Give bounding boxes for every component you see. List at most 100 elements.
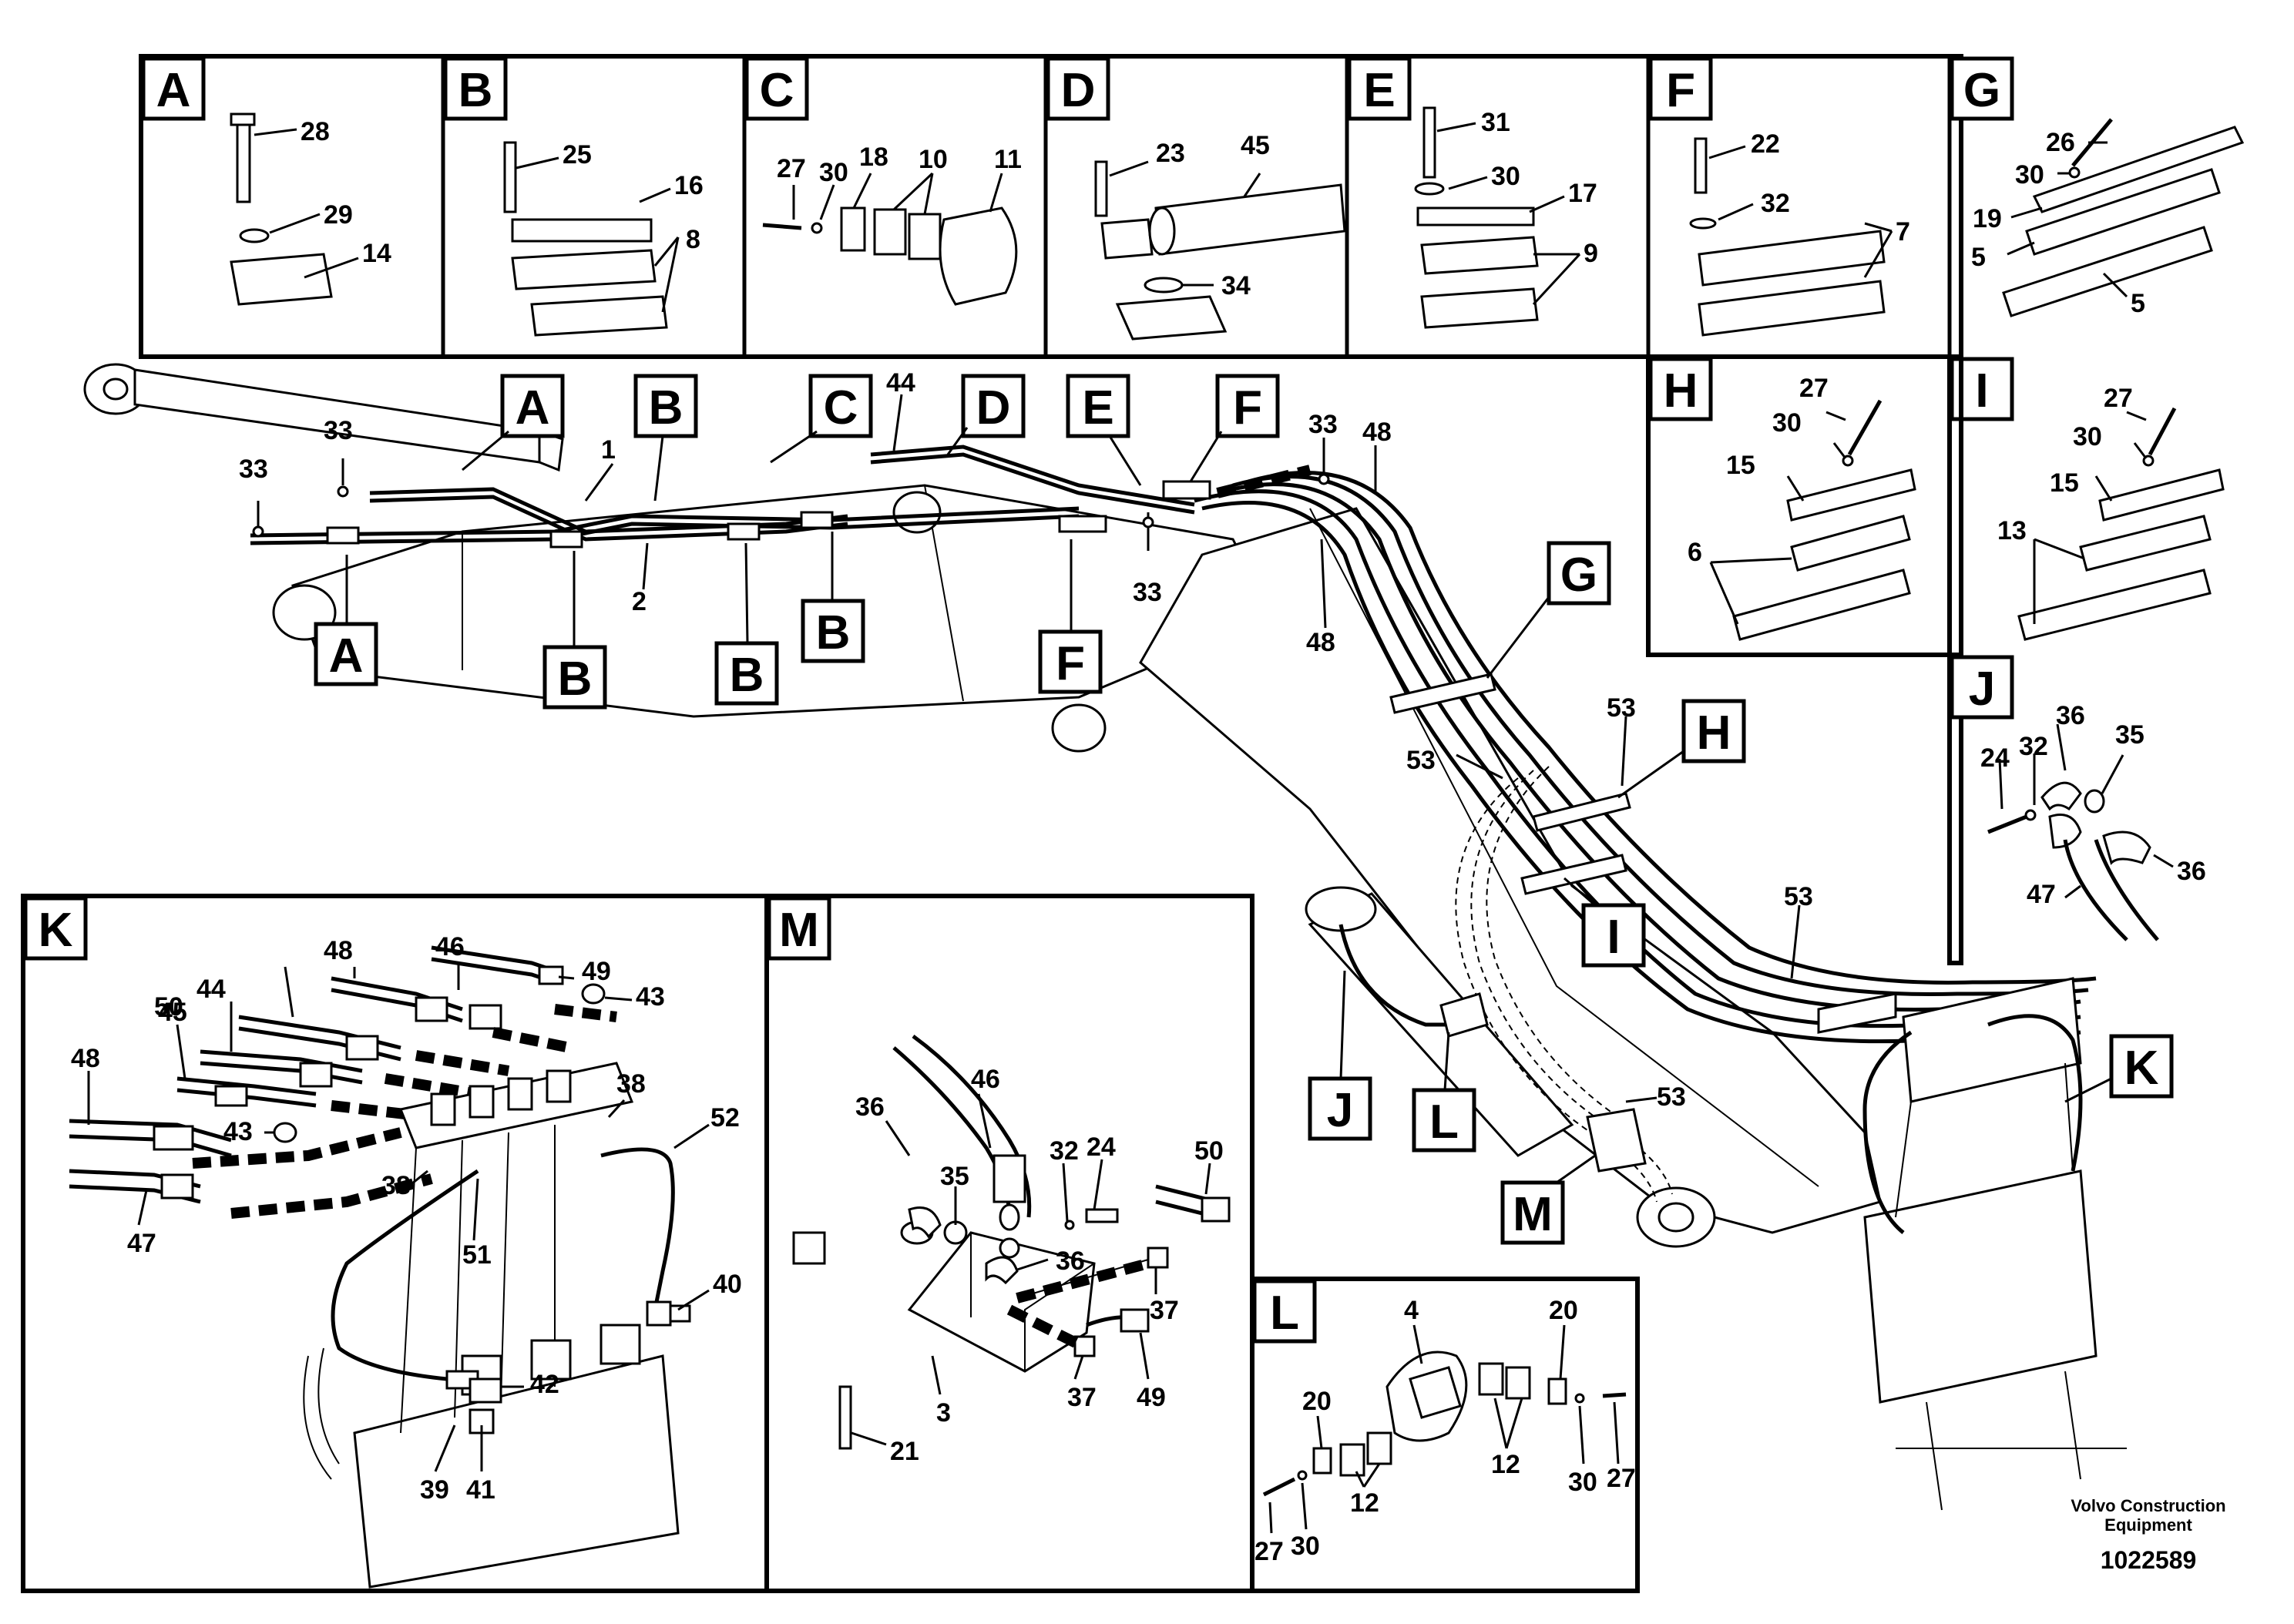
part-label: 50	[154, 992, 183, 1022]
svg-text:M: M	[1513, 1188, 1553, 1241]
part-label: 53	[1607, 693, 1636, 723]
part-label: 44	[196, 975, 226, 1004]
part-label: 10	[919, 145, 948, 174]
part-label: 5	[1971, 243, 1986, 272]
part-label: 11	[994, 145, 1022, 174]
maker-name-line-2: Equipment	[2104, 1515, 2192, 1535]
part-label: 18	[859, 143, 888, 172]
part-label: 45	[158, 998, 187, 1027]
svg-text:B: B	[816, 606, 851, 659]
svg-text:D: D	[976, 381, 1011, 435]
part-label: 5	[2131, 289, 2145, 318]
part-label: 3	[936, 1398, 951, 1428]
callout-c-top: C	[770, 374, 873, 464]
part-label: 28	[301, 117, 330, 146]
callout-a-top: A	[462, 374, 565, 471]
part-label: 19	[1973, 204, 2002, 233]
callout-f-top: F	[1189, 374, 1280, 482]
document-number: 1022589	[2101, 1546, 2197, 1574]
part-label: 25	[563, 140, 592, 169]
main-callouts: A B C D E F A B B B F G H I J L M K	[314, 374, 2174, 1245]
part-label: 27	[2104, 384, 2133, 413]
part-label: 24	[1980, 743, 2010, 773]
svg-text:G: G	[1560, 549, 1597, 602]
svg-text:B: B	[649, 381, 683, 435]
part-label: 36	[855, 1092, 885, 1122]
part-label: 35	[2115, 720, 2145, 750]
svg-text:C: C	[824, 381, 858, 435]
part-label: 45	[1241, 131, 1270, 160]
callout-h: H	[1617, 699, 1746, 799]
callout-b-bottom-2: B	[714, 542, 779, 706]
detail-panel-d: D 23 45 34	[1046, 56, 1346, 341]
callout-i: I	[1563, 877, 1646, 968]
svg-text:B: B	[558, 653, 593, 706]
svg-text:F: F	[1056, 637, 1085, 690]
part-label: 47	[2027, 880, 2056, 909]
part-label: 32	[2019, 732, 2048, 761]
detail-panel-h: H 27 30 15 6	[1648, 357, 1916, 641]
part-label: 49	[582, 957, 611, 986]
part-label: 30	[2073, 422, 2102, 451]
detail-panel-m: M 46 36	[764, 894, 1254, 1593]
part-label: 35	[940, 1162, 969, 1191]
part-label: 38	[616, 1069, 646, 1099]
panel-dividers	[441, 56, 1952, 357]
callout-b-bottom-1: B	[542, 551, 607, 710]
part-label: 12	[1491, 1450, 1520, 1479]
part-label: 9	[1584, 239, 1598, 268]
part-label: 33	[1133, 578, 1162, 607]
part-label: 15	[1726, 451, 1755, 480]
part-label: 48	[71, 1044, 100, 1073]
part-label: 12	[1350, 1488, 1379, 1518]
part-label: 27	[777, 154, 806, 183]
callout-m: M	[1500, 1154, 1596, 1245]
callout-a-bottom: A	[314, 555, 378, 686]
part-label: 8	[686, 225, 700, 254]
part-label: 37	[1067, 1383, 1097, 1412]
callout-b-top: B	[633, 374, 698, 502]
panel-c-letter: C	[760, 64, 794, 117]
panel-g-letter: G	[1963, 64, 2000, 117]
part-label: 36	[2056, 701, 2085, 730]
callout-b-bottom-3: B	[801, 532, 865, 663]
part-label: 48	[1306, 628, 1335, 657]
part-label: 48	[1362, 418, 1392, 447]
part-label: 24	[1087, 1132, 1116, 1162]
svg-text:J: J	[1327, 1084, 1353, 1137]
part-label: 32	[1050, 1136, 1079, 1166]
detail-panel-b: B 25 16 8	[443, 56, 704, 337]
part-label: 52	[710, 1103, 740, 1132]
part-label: 46	[435, 932, 465, 961]
part-label: 49	[1137, 1383, 1166, 1412]
svg-text:B: B	[730, 649, 764, 702]
detail-panel-c: C 27 30 18 10 11	[744, 56, 1022, 306]
part-label: 51	[462, 1240, 492, 1270]
part-label: 43	[636, 982, 665, 1012]
panel-i-letter: I	[1975, 364, 1988, 418]
part-label: 14	[362, 239, 391, 268]
part-label: 50	[1194, 1136, 1224, 1166]
part-label: 16	[674, 171, 704, 200]
part-label: 30	[1772, 408, 1802, 438]
part-label: 37	[1150, 1296, 1179, 1325]
part-label: 22	[1751, 129, 1780, 159]
part-label: 36	[2177, 857, 2206, 886]
panel-h-letter: H	[1664, 364, 1698, 418]
part-label: 21	[890, 1437, 919, 1466]
part-label: 20	[1302, 1387, 1332, 1416]
part-label: 31	[1481, 108, 1510, 137]
part-label: 29	[324, 200, 353, 230]
part-label: 40	[713, 1270, 742, 1299]
detail-panel-k: K	[21, 894, 769, 1593]
part-label: 27	[1607, 1464, 1636, 1493]
part-label: 17	[1568, 179, 1597, 208]
part-label: 39	[420, 1475, 449, 1505]
detail-panel-g: G 26 30 19 5 5	[1950, 56, 2245, 318]
part-label: 30	[1568, 1468, 1597, 1497]
detail-panel-i: I 27 30 15 13	[1950, 357, 2225, 641]
part-label: 6	[1688, 538, 1702, 567]
callout-g: G	[1486, 541, 1611, 679]
svg-text:A: A	[329, 629, 364, 683]
panel-k-letter: K	[39, 904, 73, 957]
